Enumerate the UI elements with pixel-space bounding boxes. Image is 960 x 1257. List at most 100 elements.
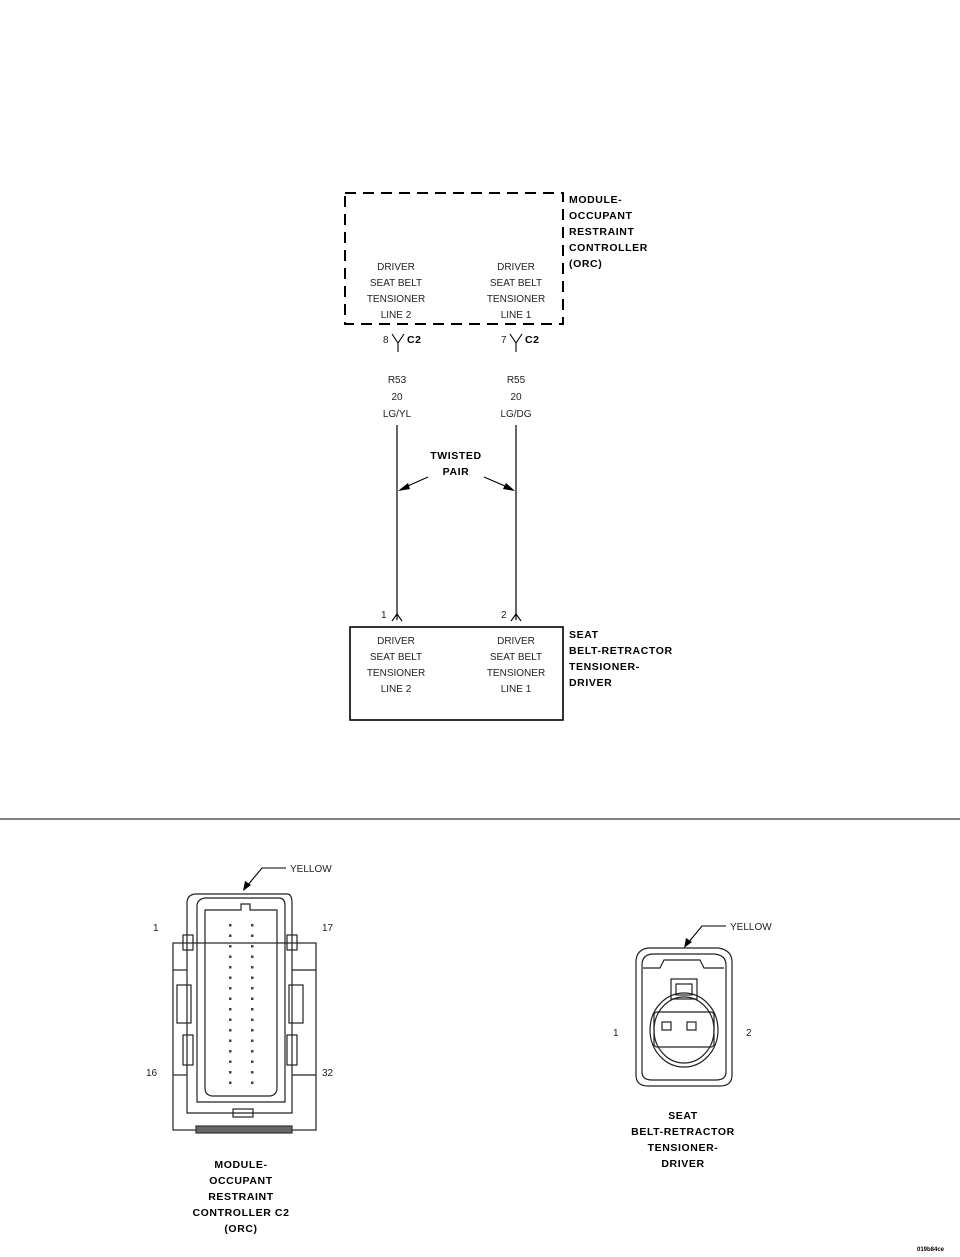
twisted-pair-label: TWISTED PAIR xyxy=(430,450,481,478)
connector-cavity xyxy=(229,997,232,1000)
connector-cavity xyxy=(251,1008,254,1011)
retractor-pin-1: 1 xyxy=(381,610,403,622)
function-text: DRIVER xyxy=(497,636,535,647)
pin-label: 1 xyxy=(613,1028,619,1039)
function-text: TENSIONER xyxy=(367,294,425,305)
pin-number: 7 xyxy=(501,335,507,346)
function-text: LINE 1 xyxy=(501,310,532,321)
orc-right-function: DRIVER SEAT BELT TENSIONER LINE 1 xyxy=(487,262,545,321)
function-text: TENSIONER xyxy=(487,294,545,305)
retractor-title-line: BELT-RETRACTOR xyxy=(569,645,673,657)
retractor-title: SEAT BELT-RETRACTOR TENSIONER- DRIVER xyxy=(569,629,673,689)
function-text: DRIVER xyxy=(377,262,415,273)
orc-title-line: MODULE- xyxy=(569,194,622,206)
connector-cavity xyxy=(229,976,232,979)
caption-line: CONTROLLER C2 xyxy=(192,1207,289,1219)
retractor-color-callout: YELLOW xyxy=(684,922,772,948)
retractor-right-function: DRIVER SEAT BELT TENSIONER LINE 1 xyxy=(487,636,545,695)
caption-line: OCCUPANT xyxy=(209,1175,273,1187)
connector-cavity xyxy=(229,1050,232,1053)
orc-title-line: RESTRAINT xyxy=(569,226,634,238)
wire-color: LG/DG xyxy=(500,409,531,420)
figure-id: 019b84ce xyxy=(917,1247,945,1253)
retractor-box xyxy=(349,626,564,721)
caption-line: SEAT xyxy=(668,1110,698,1122)
connector-cavity xyxy=(251,987,254,990)
retractor-title-line: SEAT xyxy=(569,629,599,641)
annotation-text: PAIR xyxy=(443,466,470,478)
left-wire-label: R53 20 LG/YL xyxy=(383,375,412,420)
connector-cavity xyxy=(229,966,232,969)
connector-cavity xyxy=(251,1081,254,1084)
arrow-head xyxy=(398,483,410,491)
connector-cavity xyxy=(251,997,254,1000)
retractor-title-line: DRIVER xyxy=(569,677,612,689)
pin-number: 8 xyxy=(383,335,389,346)
connector-cavity xyxy=(251,924,254,927)
function-text: DRIVER xyxy=(497,262,535,273)
function-text: TENSIONER xyxy=(367,668,425,679)
pin-label: 16 xyxy=(146,1068,158,1079)
connector-pin-symbol xyxy=(391,333,405,352)
orc-connector-caption: MODULE- OCCUPANT RESTRAINT CONTROLLER C2… xyxy=(192,1159,289,1235)
connector-color: YELLOW xyxy=(290,864,332,875)
connector-color: YELLOW xyxy=(730,922,772,933)
connector-cavity xyxy=(251,1039,254,1042)
orc-title-line: CONTROLLER xyxy=(569,242,648,254)
retractor-pin-2: 2 xyxy=(501,610,522,622)
connector-cavity xyxy=(229,1060,232,1063)
connector-cavity xyxy=(251,1060,254,1063)
function-text: TENSIONER xyxy=(487,668,545,679)
orc-connector-pins xyxy=(229,924,254,1084)
pin-number: 2 xyxy=(501,610,507,621)
pin-number: 1 xyxy=(381,610,387,621)
caption-line: (ORC) xyxy=(224,1223,257,1235)
pin-label: 32 xyxy=(322,1068,334,1079)
pin-label: 17 xyxy=(322,923,334,934)
orc-module-title: MODULE- OCCUPANT RESTRAINT CONTROLLER (O… xyxy=(569,194,648,270)
connector-cavity xyxy=(251,1050,254,1053)
retractor-connector-drawing xyxy=(635,947,733,1087)
function-text: SEAT BELT xyxy=(370,278,422,289)
pin-label: 1 xyxy=(153,923,159,934)
connector-cavity xyxy=(229,1008,232,1011)
arrow-head xyxy=(684,938,692,948)
retractor-title-line: TENSIONER- xyxy=(569,661,640,673)
circuit-id: R55 xyxy=(507,375,526,386)
circuit-id: R53 xyxy=(388,375,407,386)
connector-cavity xyxy=(251,945,254,948)
caption-line: BELT-RETRACTOR xyxy=(631,1126,735,1138)
retractor-left-function: DRIVER SEAT BELT TENSIONER LINE 2 xyxy=(367,636,425,695)
connector-pin-symbol xyxy=(509,333,523,352)
function-text: DRIVER xyxy=(377,636,415,647)
connector-cavity xyxy=(229,987,232,990)
left-c2-pin: 8 C2 xyxy=(383,333,421,352)
function-text: LINE 1 xyxy=(501,684,532,695)
connector-cavity xyxy=(229,1029,232,1032)
connector-cavity xyxy=(251,976,254,979)
orc-title-line: OCCUPANT xyxy=(569,210,633,222)
connector-cavity xyxy=(251,934,254,937)
function-text: LINE 2 xyxy=(381,310,412,321)
connector-cavity xyxy=(229,1018,232,1021)
connector-cavity xyxy=(229,1071,232,1074)
caption-line: RESTRAINT xyxy=(208,1191,273,1203)
wire-gauge: 20 xyxy=(510,392,522,403)
connector-cavity xyxy=(229,1081,232,1084)
arrow-head xyxy=(503,483,515,491)
caption-line: DRIVER xyxy=(661,1158,704,1170)
arrow-head xyxy=(243,881,251,891)
connector-cavity xyxy=(251,966,254,969)
right-c2-pin: 7 C2 xyxy=(501,333,540,352)
orc-color-callout: YELLOW xyxy=(243,864,332,891)
caption-line: MODULE- xyxy=(214,1159,267,1171)
connector-cavity xyxy=(251,1071,254,1074)
connector-cavity xyxy=(251,1029,254,1032)
function-text: SEAT BELT xyxy=(370,652,422,663)
connector-id: C2 xyxy=(525,334,540,346)
right-wire-label: R55 20 LG/DG xyxy=(500,375,531,420)
wire-color: LG/YL xyxy=(383,409,412,420)
orc-left-function: DRIVER SEAT BELT TENSIONER LINE 2 xyxy=(367,262,425,321)
connector-cavity xyxy=(229,955,232,958)
